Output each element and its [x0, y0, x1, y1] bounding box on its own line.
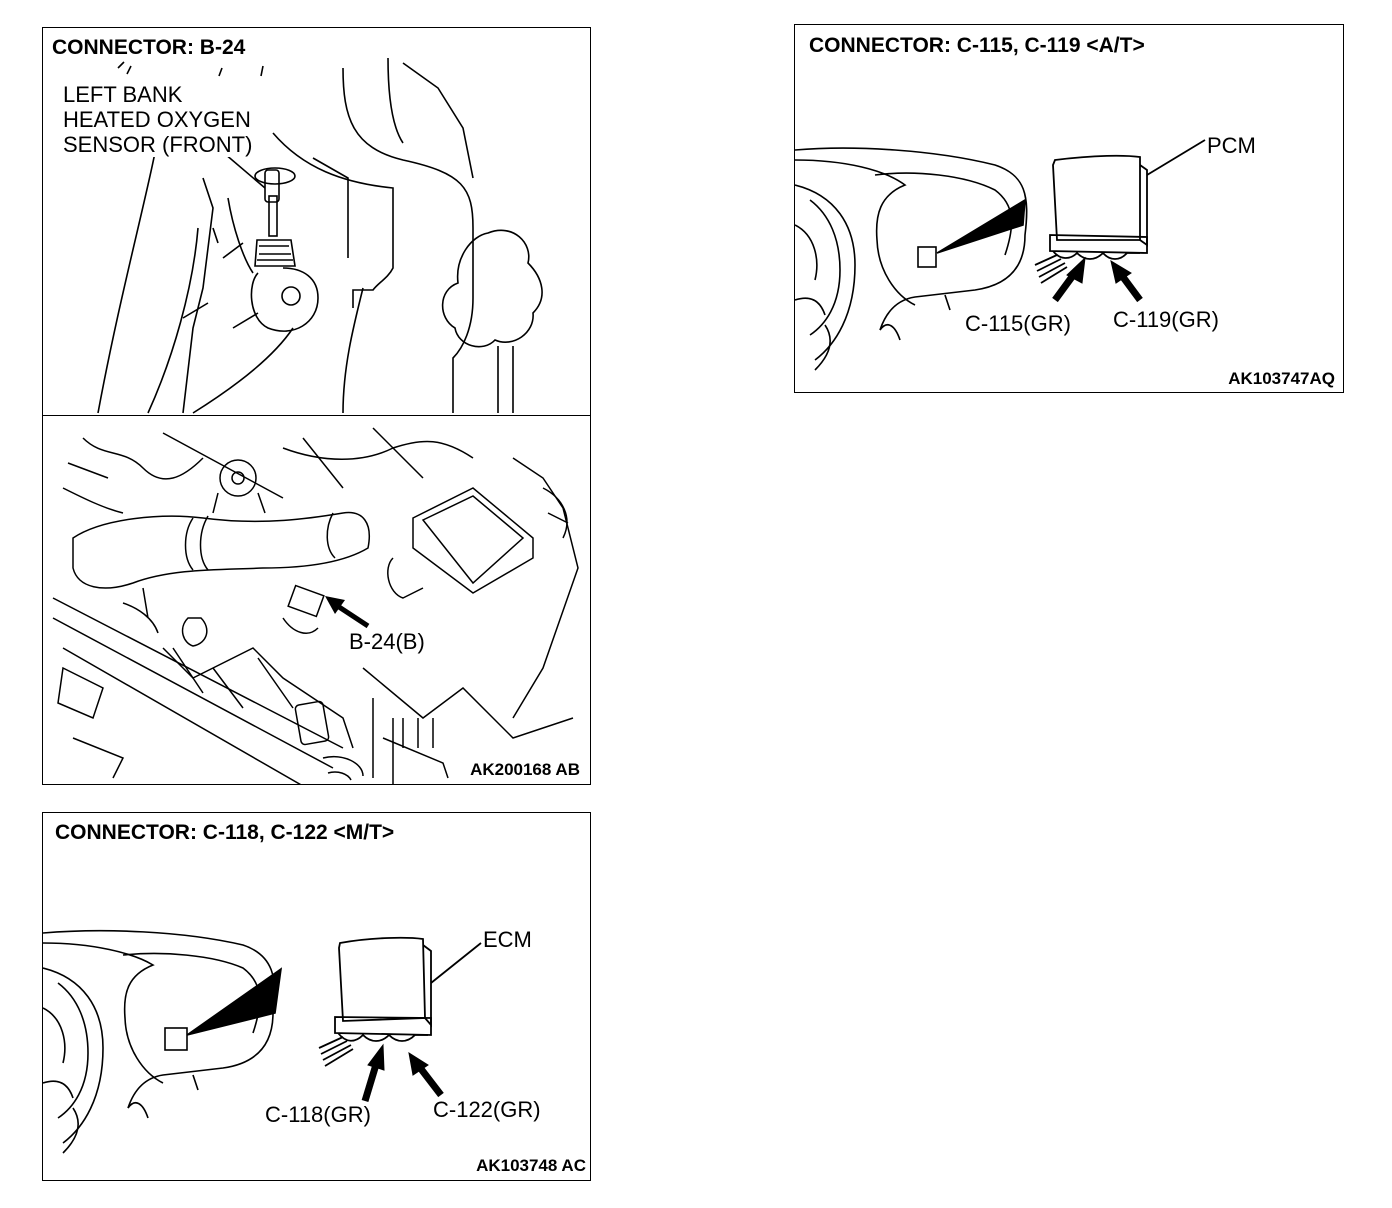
connector-label-c118: C-118(GR) [265, 1102, 371, 1127]
connector-label-b24: B-24(B) [349, 629, 425, 654]
sensor-label: LEFT BANK HEATED OXYGEN SENSOR (FRONT) [61, 82, 255, 157]
figure-id: AK103748 AC [476, 1156, 586, 1176]
figure-id: AK200168 AB [470, 760, 580, 780]
panel-title: CONNECTOR: B-24 [52, 36, 250, 60]
panel-title: CONNECTOR: C-115, C-119 <A/T> [809, 34, 1149, 58]
engine-bay-icon [52, 427, 579, 784]
figure-id: AK103747AQ [1228, 369, 1335, 389]
sensor-label-line: SENSOR (FRONT) [61, 132, 255, 157]
panel-connector-c118-c122: CONNECTOR: C-118, C-122 <M/T> ECM C-118(… [42, 812, 591, 1181]
oxygen-sensor-icon [97, 57, 543, 414]
panel-divider [43, 415, 590, 416]
dashboard-icon [795, 147, 1028, 371]
sensor-label-line: LEFT BANK [61, 82, 255, 107]
pointer-arrow-icon [361, 1043, 444, 1103]
sensor-label-line: HEATED OXYGEN [61, 107, 255, 132]
dashboard-icon [43, 929, 283, 1154]
panel-connector-c115-c119: CONNECTOR: C-115, C-119 <A/T> PCM C-115(… [794, 24, 1344, 393]
pointer-arrow-icon [1052, 256, 1143, 303]
module-label-ecm: ECM [483, 927, 532, 952]
control-module-icon [1034, 139, 1206, 284]
connector-label-c119: C-119(GR) [1113, 307, 1219, 332]
connector-label-c115: C-115(GR) [965, 311, 1071, 336]
panel-title: CONNECTOR: C-118, C-122 <M/T> [55, 821, 399, 845]
connector-label-c122: C-122(GR) [433, 1097, 541, 1122]
panel-connector-b24: CONNECTOR: B-24 LEFT BANK HEATED OXYGE [42, 27, 591, 785]
module-label-pcm: PCM [1207, 133, 1256, 158]
control-module-icon [318, 936, 482, 1067]
